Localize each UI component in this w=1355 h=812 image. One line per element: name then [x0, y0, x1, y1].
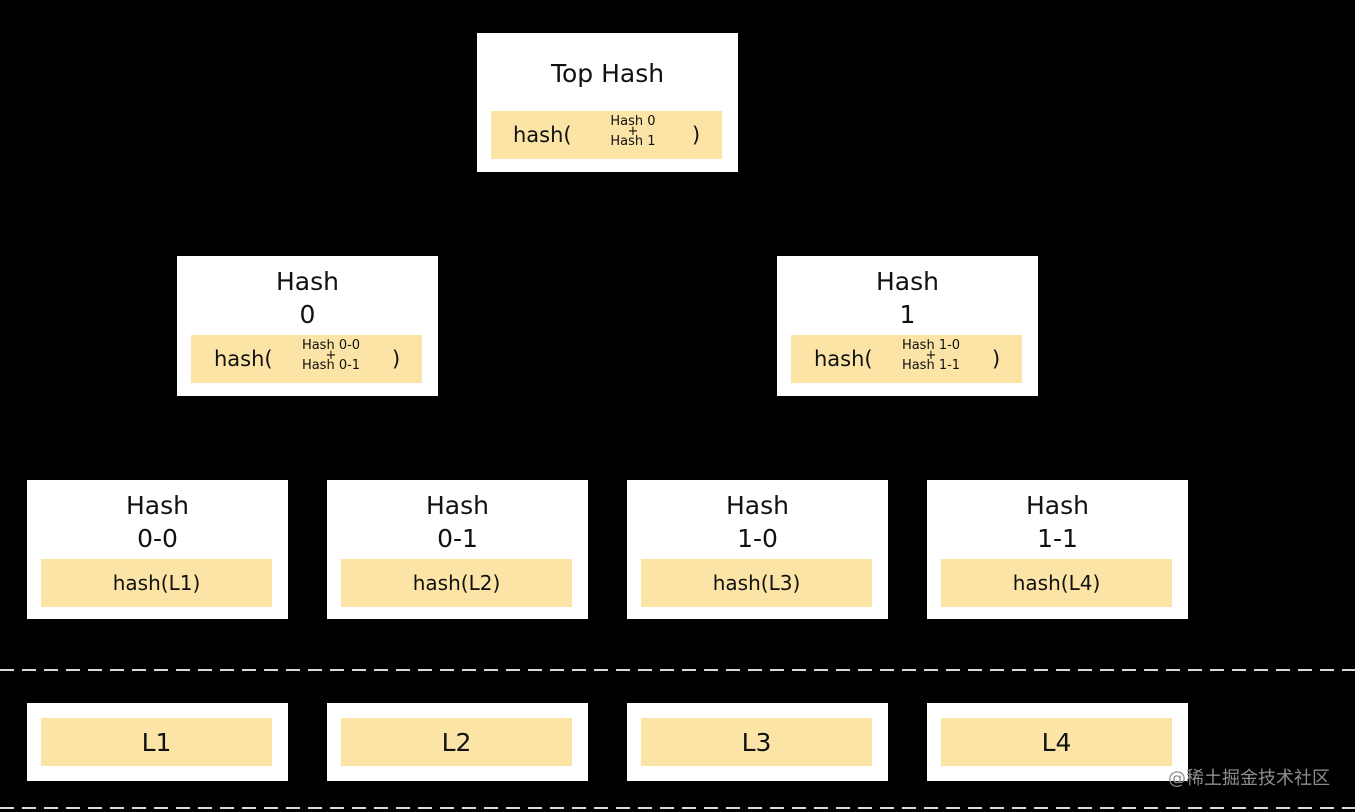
hash-inputs: Hash 1-0 + Hash 1-1: [897, 338, 965, 373]
hash-formula: hash( Hash 0-0 + Hash 0-1 ): [191, 335, 422, 383]
node-title-line2: 0-0: [137, 524, 178, 553]
node-title-line1: Hash: [1026, 491, 1089, 520]
leaf-block: L4: [941, 718, 1172, 766]
hash-formula: hash( Hash 0 + Hash 1 ): [491, 111, 722, 159]
node-hash-1-0: Hash 1-0 hash(L3): [627, 480, 888, 619]
node-title: Hash 0-1: [327, 489, 588, 555]
hash-input-b: Hash 1-1: [901, 358, 961, 373]
leaf-block: L3: [641, 718, 872, 766]
node-title-line1: Hash: [126, 491, 189, 520]
hash-formula: hash(L1): [41, 559, 272, 607]
node-title: Hash 0: [177, 265, 438, 331]
plus-sign: +: [627, 124, 639, 139]
hash-input-b: Hash 0-1: [301, 358, 361, 373]
hash-formula: hash(L2): [341, 559, 572, 607]
node-hash-1: Hash 1 hash( Hash 1-0 + Hash 1-1 ): [777, 256, 1038, 396]
leaf-l1: L1: [27, 703, 288, 781]
node-top-hash: Top Hash hash( Hash 0 + Hash 1 ): [477, 33, 738, 172]
hash-formula-label: hash(L4): [1012, 571, 1101, 595]
close-paren: ): [992, 347, 1001, 371]
leaf-l2: L2: [327, 703, 588, 781]
hash-formula: hash(L3): [641, 559, 872, 607]
node-title: Top Hash: [550, 59, 665, 88]
node-title-line1: Hash: [876, 267, 939, 296]
hash-formula-label: hash(L3): [712, 571, 801, 595]
hash-input-a: Hash 1-0: [901, 338, 961, 353]
leaf-block: L1: [41, 718, 272, 766]
hash-input-a: Hash 0-0: [301, 338, 361, 353]
hash-formula-label: hash(L1): [112, 571, 201, 595]
plus-sign: +: [325, 348, 337, 363]
node-title-line2: 0-1: [437, 524, 478, 553]
node-title-line1: Hash: [726, 491, 789, 520]
leaf-l4: L4: [927, 703, 1188, 781]
node-title: Hash 1-0: [627, 489, 888, 555]
node-title-line2: 1-1: [1037, 524, 1078, 553]
hash-inputs: Hash 0-0 + Hash 0-1: [297, 338, 365, 373]
node-title-line2: 0: [299, 300, 316, 329]
hash-formula: hash( Hash 1-0 + Hash 1-1 ): [791, 335, 1022, 383]
leaf-l3: L3: [627, 703, 888, 781]
hash-formula-label: hash(L2): [412, 571, 501, 595]
node-hash-0: Hash 0 hash( Hash 0-0 + Hash 0-1 ): [177, 256, 438, 396]
leaf-label: L4: [1041, 727, 1072, 757]
node-title-line2: 1: [899, 300, 916, 329]
hash-function-label: hash(: [214, 347, 273, 371]
close-paren: ): [392, 347, 401, 371]
node-title: Hash 0-0: [27, 489, 288, 555]
hash-input-b: Hash 1: [610, 134, 656, 149]
node-title: Hash 1: [777, 265, 1038, 331]
close-paren: ): [692, 123, 701, 147]
hash-inputs: Hash 0 + Hash 1: [603, 114, 663, 149]
node-title: Hash 1-1: [927, 489, 1188, 555]
node-hash-0-0: Hash 0-0 hash(L1): [27, 480, 288, 619]
hash-function-label: hash(: [513, 123, 572, 147]
node-hash-0-1: Hash 0-1 hash(L2): [327, 480, 588, 619]
leaf-block: L2: [341, 718, 572, 766]
leaf-label: L1: [141, 727, 172, 757]
leaf-label: L3: [741, 727, 772, 757]
node-title-line1: Hash: [426, 491, 489, 520]
hash-input-a: Hash 0: [610, 114, 656, 129]
leaf-label: L2: [441, 727, 472, 757]
hash-function-label: hash(: [814, 347, 873, 371]
node-hash-1-1: Hash 1-1 hash(L4): [927, 480, 1188, 619]
plus-sign: +: [925, 348, 937, 363]
node-title-line1: Hash: [276, 267, 339, 296]
watermark: @稀土掘金技术社区: [1168, 768, 1330, 789]
hash-formula: hash(L4): [941, 559, 1172, 607]
node-title-line2: 1-0: [737, 524, 778, 553]
